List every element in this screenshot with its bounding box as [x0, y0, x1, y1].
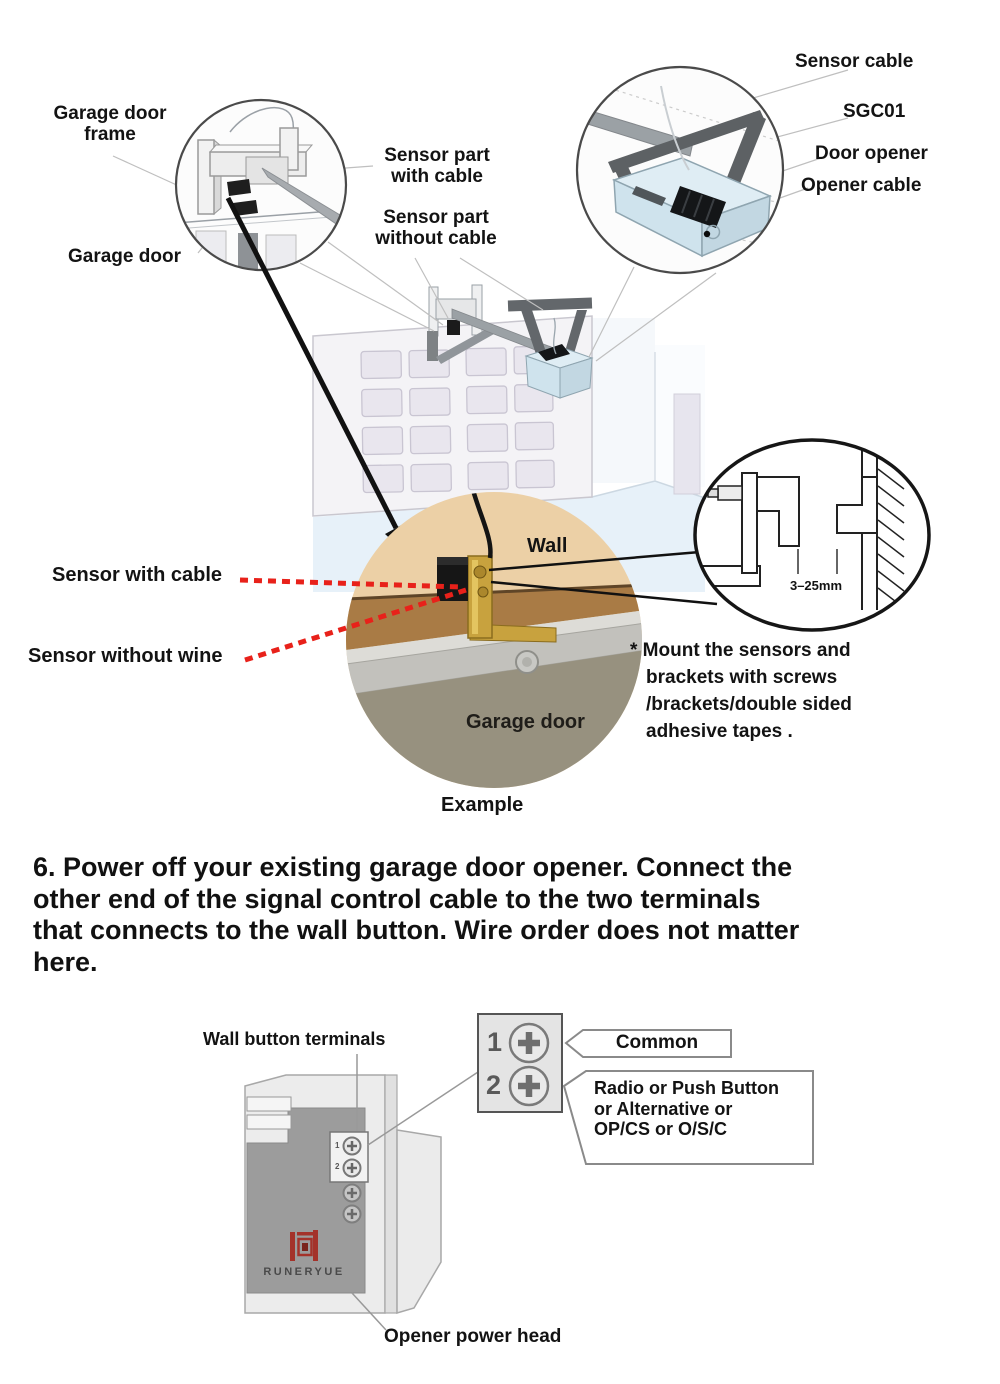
label-sensor-part-with-cable: Sensor part with cable [384, 145, 490, 187]
label-sensor-without-wine: Sensor without wine [28, 645, 223, 667]
wall-hatching [877, 451, 905, 609]
wall-pillar [673, 393, 701, 495]
door-opener-unit-drawing [507, 297, 594, 399]
opener-power-head-drawing [244, 1054, 479, 1331]
label-sensor-cable: Sensor cable [795, 51, 914, 72]
mount-note-line2: brackets with screws [646, 667, 838, 688]
strip-number-2: 2 [335, 1162, 340, 1171]
mount-note-line1: * Mount the sensors and [630, 640, 851, 661]
bracket-gap-detail-oval [693, 438, 931, 632]
label-sensor-with-cable: Sensor with cable [52, 564, 223, 586]
label-garage-door-frame: Garage door frame [53, 103, 167, 145]
callout-shapes [562, 1029, 814, 1165]
zoom-circle-opener-detail [575, 65, 785, 275]
label-example: Example [441, 794, 524, 816]
sensor-cable-curve [470, 492, 493, 559]
bracket-detail-leaders [488, 550, 718, 606]
strip-screws [342, 1136, 362, 1224]
zoom-circle-frame-detail [174, 98, 348, 272]
mount-note-line4: adhesive tapes . [646, 721, 793, 742]
photo-example-circle [346, 492, 642, 788]
brand-name: RUNERYUE [263, 1266, 345, 1278]
label-bracket-gap: 3–25mm [789, 578, 843, 593]
label-opener-cable: Opener cable [801, 175, 922, 196]
label-wall: Wall [527, 535, 568, 557]
label-radio-note: Radio or Push Button or Alternative or O… [594, 1078, 779, 1139]
label-common: Common [615, 1032, 699, 1053]
label-wall-button-terminals: Wall button terminals [203, 1029, 386, 1049]
terminal-number-1: 1 [487, 1027, 503, 1057]
terminal-number-2: 2 [486, 1070, 502, 1100]
red-dashed-leaders [239, 577, 467, 663]
label-model-sgc01: SGC01 [843, 101, 906, 122]
label-door-opener: Door opener [815, 143, 928, 164]
garage-door-panels [360, 345, 555, 494]
mount-note-line3: /brackets/double sided [646, 694, 852, 715]
label-garage-door-photo: Garage door [466, 711, 585, 733]
strip-number-1: 1 [335, 1141, 340, 1150]
brand-logo-icon [290, 1230, 318, 1261]
terminal-block-zoom [477, 1013, 563, 1113]
label-sensor-part-without-cable: Sensor part without cable [375, 207, 497, 249]
instruction-step-6: 6. Power off your existing garage door o… [33, 852, 800, 977]
label-opener-power-head: Opener power head [384, 1326, 562, 1347]
label-garage-door: Garage door [68, 246, 181, 267]
